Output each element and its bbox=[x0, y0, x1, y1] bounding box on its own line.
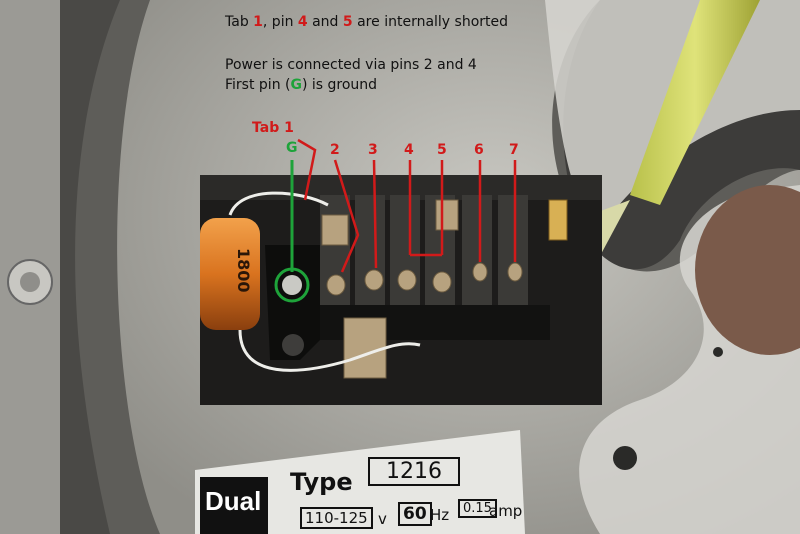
note-shorted-part: Tab bbox=[225, 14, 254, 30]
ground-screw bbox=[282, 275, 302, 295]
label-pin: 2 bbox=[330, 142, 340, 158]
ground-marker bbox=[274, 160, 310, 303]
label-ground: G bbox=[286, 140, 298, 156]
note-shorted: Tab 1, pin 4 and 5 are internally shorte… bbox=[225, 14, 508, 30]
note-shorted-part: , pin bbox=[262, 14, 298, 30]
amp-value: 0.15 bbox=[458, 499, 497, 518]
note-ground-letter: G bbox=[290, 77, 302, 93]
lug-hole bbox=[282, 334, 304, 356]
note-ground-part: First pin ( bbox=[225, 77, 291, 93]
label-pin: 6 bbox=[474, 142, 484, 158]
capacitor bbox=[200, 218, 260, 330]
type-value: 1216 bbox=[368, 457, 460, 486]
right-plate bbox=[545, 0, 800, 534]
note-pin-number: 5 bbox=[342, 14, 353, 30]
note-ground: First pin (G) is ground bbox=[225, 77, 377, 93]
type-label: Type bbox=[290, 468, 353, 496]
note-shorted-part: are internally shorted bbox=[352, 14, 509, 30]
hz-unit: Hz bbox=[430, 506, 450, 524]
amp-unit: amp bbox=[489, 502, 523, 520]
hz-value: 60 bbox=[398, 502, 432, 526]
label-pin: 3 bbox=[368, 142, 378, 158]
nameplate bbox=[195, 430, 525, 534]
white-wire-top bbox=[228, 191, 329, 216]
right-hole-small bbox=[713, 347, 723, 357]
note-tab-number: 1 bbox=[253, 14, 263, 30]
brand-name: Dual bbox=[205, 486, 262, 516]
label-pin: 5 bbox=[437, 142, 447, 158]
right-hole-bottom bbox=[613, 446, 637, 470]
right-cutout bbox=[695, 185, 800, 355]
label-pin: 4 bbox=[404, 142, 414, 158]
red-pointers bbox=[297, 138, 517, 273]
note-power: Power is connected via pins 2 and 4 bbox=[225, 57, 477, 73]
left-screw-center bbox=[20, 272, 40, 292]
label-tab1: Tab 1 bbox=[252, 120, 294, 136]
voltage-unit: v bbox=[378, 510, 387, 528]
contacts bbox=[321, 199, 523, 379]
label-pin: 7 bbox=[509, 142, 519, 158]
note-pin-number: 4 bbox=[297, 14, 308, 30]
capacitor-marking: 1800 bbox=[234, 248, 253, 293]
note-shorted-part: and bbox=[307, 14, 343, 30]
brand-logo bbox=[200, 477, 268, 534]
note-ground-part: ) is ground bbox=[301, 77, 378, 93]
yellow-arm bbox=[630, 0, 760, 205]
brass-pillar bbox=[548, 199, 568, 241]
voltage-value: 110-125 bbox=[300, 507, 373, 529]
white-wire-bottom bbox=[238, 329, 421, 372]
